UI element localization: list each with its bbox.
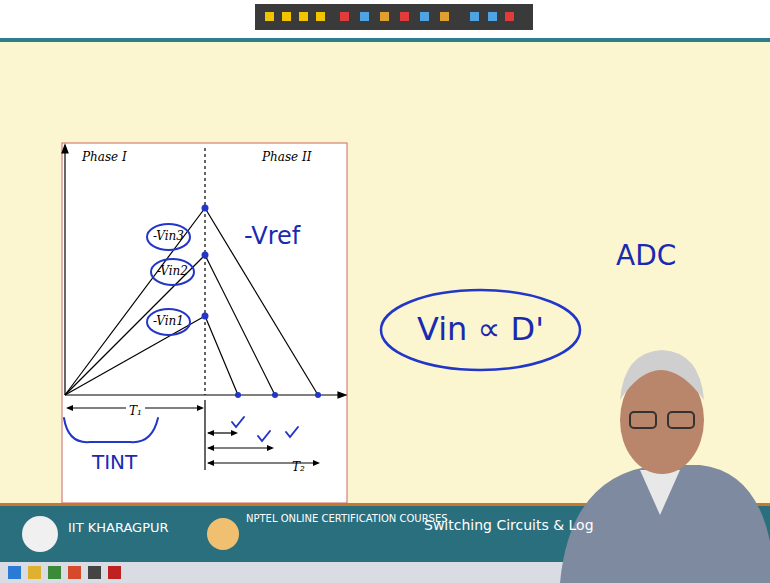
phase-label: Phase I bbox=[82, 151, 127, 164]
circled-voltage: -Vin1 bbox=[147, 309, 190, 335]
footer-text: NPTEL ONLINE CERTIFICATION COURSES bbox=[246, 513, 448, 524]
node-text: Vin ∝ D' bbox=[381, 312, 580, 347]
circled-voltage: -Vin2 bbox=[151, 259, 194, 285]
phase-label: Phase II bbox=[262, 151, 312, 164]
handwritten-note: -Vref bbox=[244, 223, 300, 249]
node-text: -Vin2 bbox=[151, 265, 194, 278]
handwritten-note: ADC bbox=[616, 241, 676, 272]
time-label: T₁ bbox=[126, 405, 145, 418]
node-text: -Vin1 bbox=[147, 315, 190, 328]
proportionality-ellipse: Vin ∝ D' bbox=[381, 290, 580, 370]
handwritten-note: TINT bbox=[92, 451, 137, 473]
footer-text: IIT KHARAGPUR bbox=[68, 521, 169, 535]
node-text: -Vin3 bbox=[147, 230, 190, 243]
circled-voltage: -Vin3 bbox=[147, 224, 190, 250]
footer-text: Switching Circuits & Log bbox=[424, 518, 594, 533]
time-label: T₂ bbox=[292, 461, 305, 474]
